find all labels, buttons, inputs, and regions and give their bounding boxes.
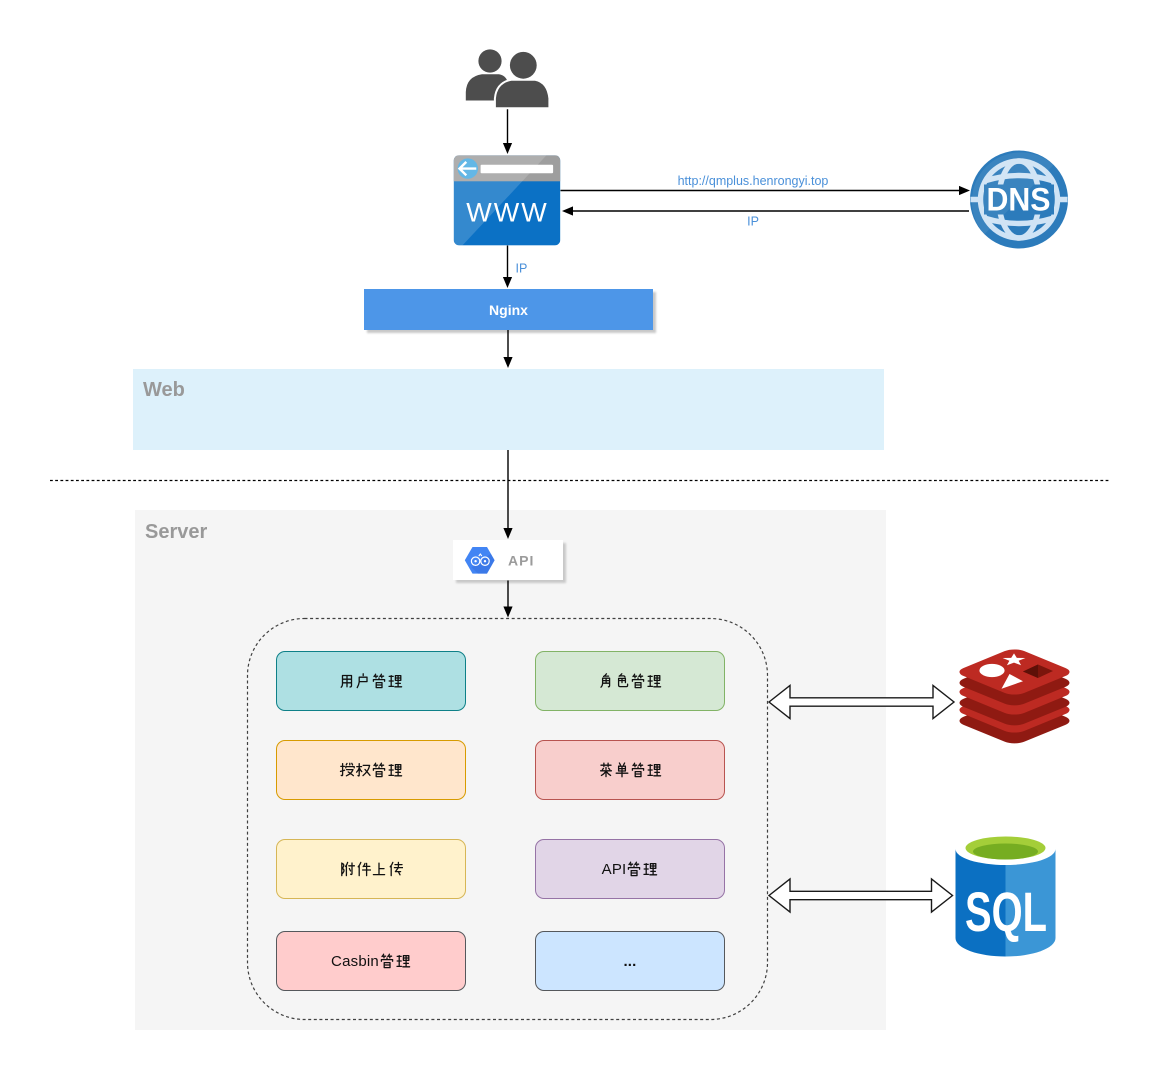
svg-text:http://qmplus.henrongyi.top: http://qmplus.henrongyi.top	[678, 174, 829, 188]
svg-text:IP: IP	[516, 262, 528, 276]
svg-text:SQL: SQL	[965, 880, 1047, 943]
svg-text:API: API	[508, 553, 534, 569]
svg-text:WWW: WWW	[466, 198, 548, 228]
svg-text:DNS: DNS	[987, 182, 1051, 218]
svg-text:IP: IP	[747, 215, 759, 229]
